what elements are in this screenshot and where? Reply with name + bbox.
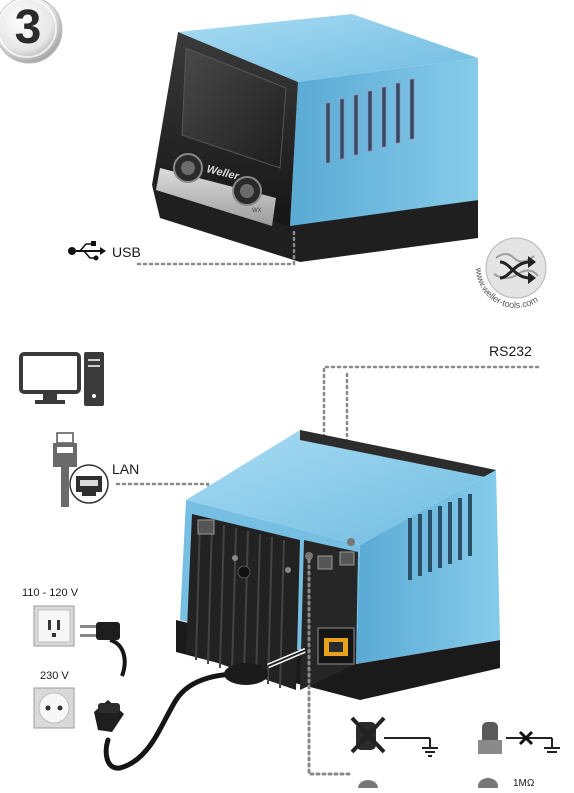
step-badge-icon	[0, 0, 63, 64]
step-number: 3	[14, 1, 42, 54]
ground-cross-icon	[478, 722, 560, 754]
usb-icon	[68, 241, 106, 261]
usb-connection-line	[136, 226, 296, 266]
resistance-label: 1MΩ	[513, 778, 535, 789]
schuko-plug-icon	[94, 700, 124, 732]
us-plug-icon	[80, 622, 120, 640]
voltage-230-label: 230 V	[40, 670, 69, 682]
computer-icon	[19, 352, 104, 406]
wall-socket-230v-icon	[33, 687, 75, 729]
logo-globe-icon	[479, 231, 553, 305]
station-rear-view	[176, 430, 500, 700]
no-esd-ground-icon	[350, 716, 438, 757]
bottom-partial-icons	[358, 778, 498, 793]
station-front-view	[152, 14, 478, 262]
iec-plug	[224, 663, 268, 685]
model-label: WX	[252, 208, 262, 214]
wall-socket-110v-icon	[33, 605, 75, 647]
rs232-label: RS232	[489, 343, 532, 359]
voltage-110-label: 110 - 120 V	[22, 587, 79, 599]
ground-connection-line	[307, 558, 354, 776]
ethernet-port-icon	[69, 464, 109, 504]
power-cable	[103, 671, 261, 771]
lan-label: LAN	[112, 461, 140, 477]
network-cable-icon	[53, 432, 77, 507]
us-cable	[109, 638, 127, 677]
usb-label: USB	[112, 244, 141, 260]
